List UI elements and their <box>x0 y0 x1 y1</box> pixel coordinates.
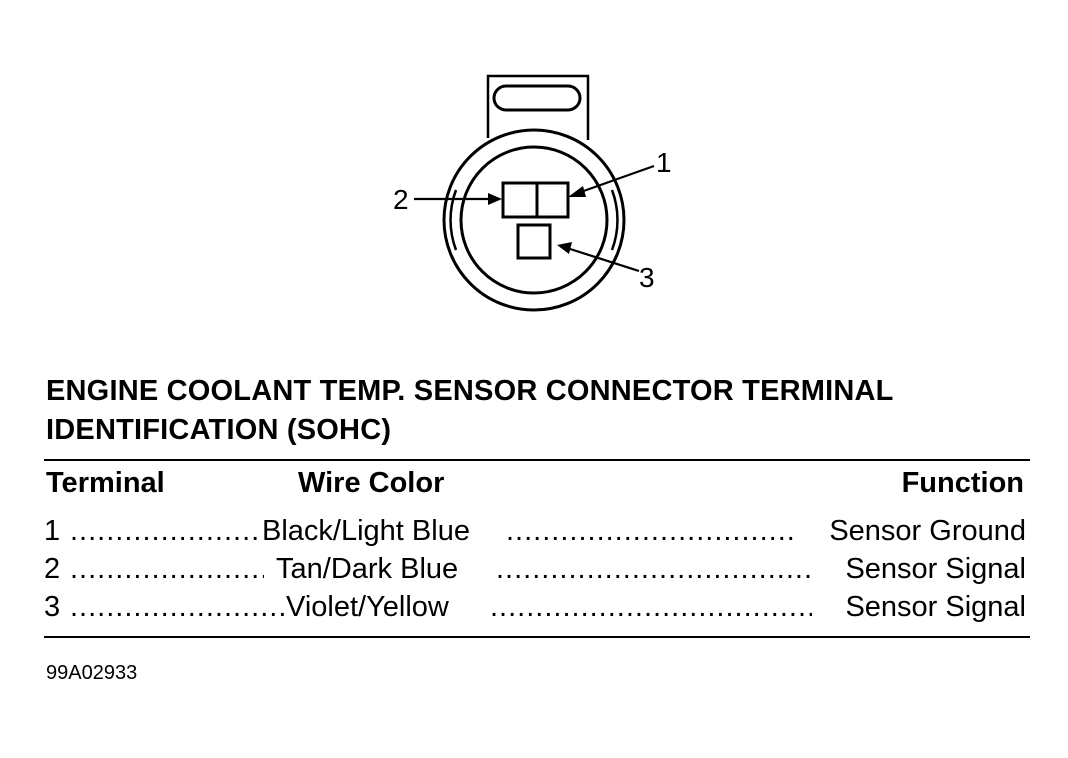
callout-2-arrowhead <box>488 193 502 205</box>
connector-left-edge-arc <box>449 189 458 251</box>
table-row: 1 ......................................… <box>44 511 1026 551</box>
table-row: 2 ......................................… <box>44 549 1026 589</box>
header-function: Function <box>901 467 1024 499</box>
callout-3-arrowhead <box>557 242 572 254</box>
header-terminal: Terminal <box>46 467 165 499</box>
terminal-1-cavity <box>535 181 570 219</box>
function: Sensor Ground <box>829 515 1026 547</box>
leader-dots: ........................................… <box>70 553 264 585</box>
terminal-number: 1 <box>44 515 61 547</box>
callout-1-arrowhead <box>568 186 586 197</box>
terminal-2-cavity <box>501 181 539 219</box>
figure-id: 99A02933 <box>46 662 138 684</box>
function: Sensor Signal <box>845 553 1026 585</box>
terminal-number: 3 <box>44 591 61 623</box>
connector-body-outer <box>442 128 626 312</box>
connector-diagram: 1 2 3 <box>393 74 672 312</box>
leader-dots: ........................................… <box>496 553 812 585</box>
callout-2-label: 2 <box>393 184 409 215</box>
function: Sensor Signal <box>845 591 1026 623</box>
wire-color: Tan/Dark Blue <box>276 553 459 585</box>
leader-dots: ........................................… <box>490 591 812 623</box>
header-wire-color: Wire Color <box>298 467 445 499</box>
terminal-number: 2 <box>44 553 61 585</box>
table-top-rule <box>44 459 1030 461</box>
leader-dots: ........................................… <box>70 515 260 547</box>
leader-dots: ........................................… <box>70 591 284 623</box>
wire-color: Violet/Yellow <box>286 591 449 623</box>
terminal-3-cavity <box>516 223 552 260</box>
callout-3-label: 3 <box>639 262 655 293</box>
connector-tab-slot <box>492 84 582 112</box>
figure-title: ENGINE COOLANT TEMP. SENSOR CONNECTOR TE… <box>46 375 894 446</box>
callout-3-leader <box>566 246 640 273</box>
connector-right-edge-arc <box>610 189 619 251</box>
callout-1-label: 1 <box>656 147 672 178</box>
wire-color: Black/Light Blue <box>262 515 470 547</box>
table-bottom-rule <box>44 636 1030 638</box>
callout-1-leader <box>577 164 655 195</box>
connector-body-inner <box>459 145 609 295</box>
connector-tab <box>486 74 590 140</box>
leader-dots: ........................................… <box>506 515 794 547</box>
table-row: 3 ......................................… <box>44 587 1026 627</box>
